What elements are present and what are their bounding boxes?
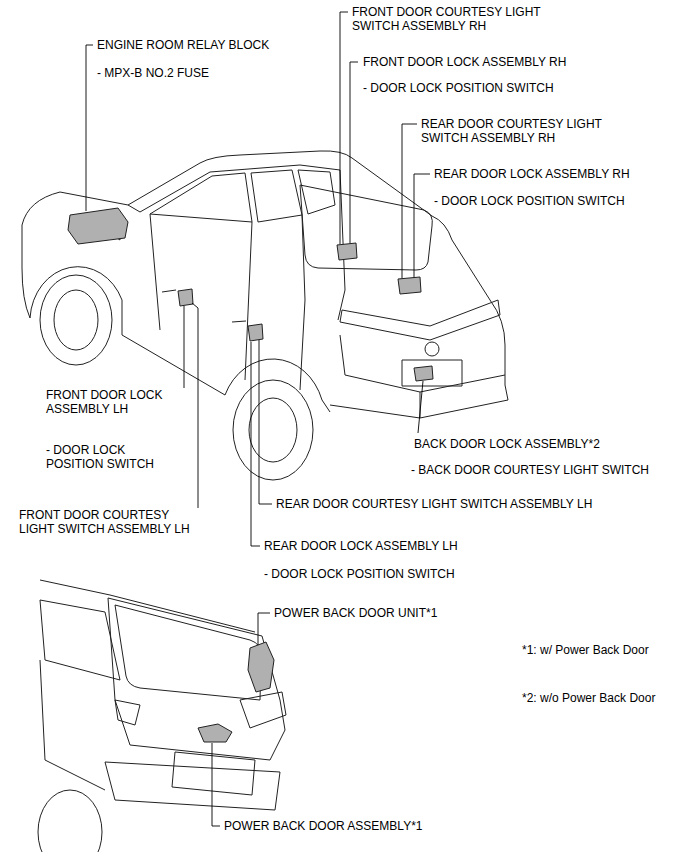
lower-vehicle <box>38 580 286 852</box>
front-wheel <box>40 275 112 365</box>
part-label: FRONT DOOR COURTESY LIGHT SWITCH ASSEMBL… <box>351 5 558 33</box>
relay-block <box>68 208 128 244</box>
lower-components <box>198 642 274 742</box>
leader-line <box>418 381 423 433</box>
part-label: - DOOR LOCK POSITION SWITCH <box>362 81 555 95</box>
leader-line <box>259 340 272 504</box>
leader-line <box>350 62 358 243</box>
front-end <box>22 225 30 318</box>
leader-line <box>402 124 417 278</box>
part-label: BACK DOOR LOCK ASSEMBLY*2 <box>413 437 601 451</box>
leader-line <box>414 174 430 277</box>
rear-glass <box>300 185 432 270</box>
part-label: REAR DOOR COURTESY LIGHT SWITCH ASSEMBLY… <box>420 117 627 145</box>
roof-edge <box>140 165 340 212</box>
rear-parts-rh <box>398 277 421 294</box>
rear-glass <box>115 605 261 700</box>
part-label: FRONT DOOR LOCK ASSEMBLY RH <box>362 55 567 69</box>
rear-wheel-hub <box>249 398 297 462</box>
front-lock-lh <box>178 289 193 306</box>
front-wheel-hub <box>54 290 98 350</box>
hatch-outline <box>108 598 285 760</box>
part-label: FRONT DOOR LOCK ASSEMBLY LH <box>45 388 197 416</box>
roof <box>200 151 432 216</box>
part-label: REAR DOOR COURTESY LIGHT SWITCH ASSEMBLY… <box>275 497 593 511</box>
body-side <box>40 660 105 790</box>
bumper <box>105 762 280 810</box>
leader-lines <box>86 12 430 826</box>
part-label: REAR DOOR LOCK ASSEMBLY RH <box>433 167 631 181</box>
rear-door-window <box>251 170 302 222</box>
leader-line <box>258 613 270 645</box>
rear-door-edge <box>300 215 305 390</box>
part-label: POWER BACK DOOR UNIT*1 <box>273 606 438 620</box>
quarter-window <box>298 170 335 214</box>
leader-line <box>168 306 184 395</box>
back-door-lock <box>414 366 433 381</box>
tail-light <box>240 692 286 728</box>
front-door-edge <box>150 214 160 330</box>
upper-components <box>68 208 433 381</box>
sill <box>122 300 225 395</box>
footnote: *2: w/o Power Back Door <box>521 691 656 705</box>
bumper <box>330 385 508 418</box>
tail-lights <box>340 300 500 340</box>
front-door-window <box>150 173 252 222</box>
part-label: REAR DOOR LOCK ASSEMBLY LH <box>263 539 459 553</box>
leader-line <box>251 342 260 546</box>
part-label: POWER BACK DOOR ASSEMBLY*1 <box>223 819 424 833</box>
wheel <box>38 790 102 852</box>
part-label: FRONT DOOR COURTESY LIGHT SWITCH ASSEMBL… <box>18 508 200 536</box>
part-label: - DOOR LOCK POSITION SWITCH <box>433 194 626 208</box>
license-plate <box>402 360 462 386</box>
leader-line <box>86 45 93 211</box>
rear-wheel <box>233 380 313 480</box>
plate-recess <box>172 752 255 795</box>
rear-lock-lh <box>248 324 263 341</box>
part-label: - DOOR LOCK POSITION SWITCH <box>263 567 456 581</box>
footnote: *1: w/ Power Back Door <box>521 643 650 657</box>
part-label: - MPX-B NO.2 FUSE <box>96 66 210 80</box>
door-handles <box>162 290 246 322</box>
leader-line <box>212 743 220 826</box>
left-tail-light <box>115 700 140 725</box>
side-window <box>40 600 120 680</box>
front-parts-rh <box>337 243 357 260</box>
part-label: ENGINE ROOM RELAY BLOCK <box>96 38 270 52</box>
leader-line <box>340 12 348 244</box>
part-label: - DOOR LOCK POSITION SWITCH <box>45 443 167 471</box>
power-back-door-unit <box>248 642 274 692</box>
power-back-door-assembly <box>198 724 232 742</box>
emblem <box>425 342 439 356</box>
part-label: - BACK DOOR COURTESY LIGHT SWITCH <box>410 463 650 477</box>
